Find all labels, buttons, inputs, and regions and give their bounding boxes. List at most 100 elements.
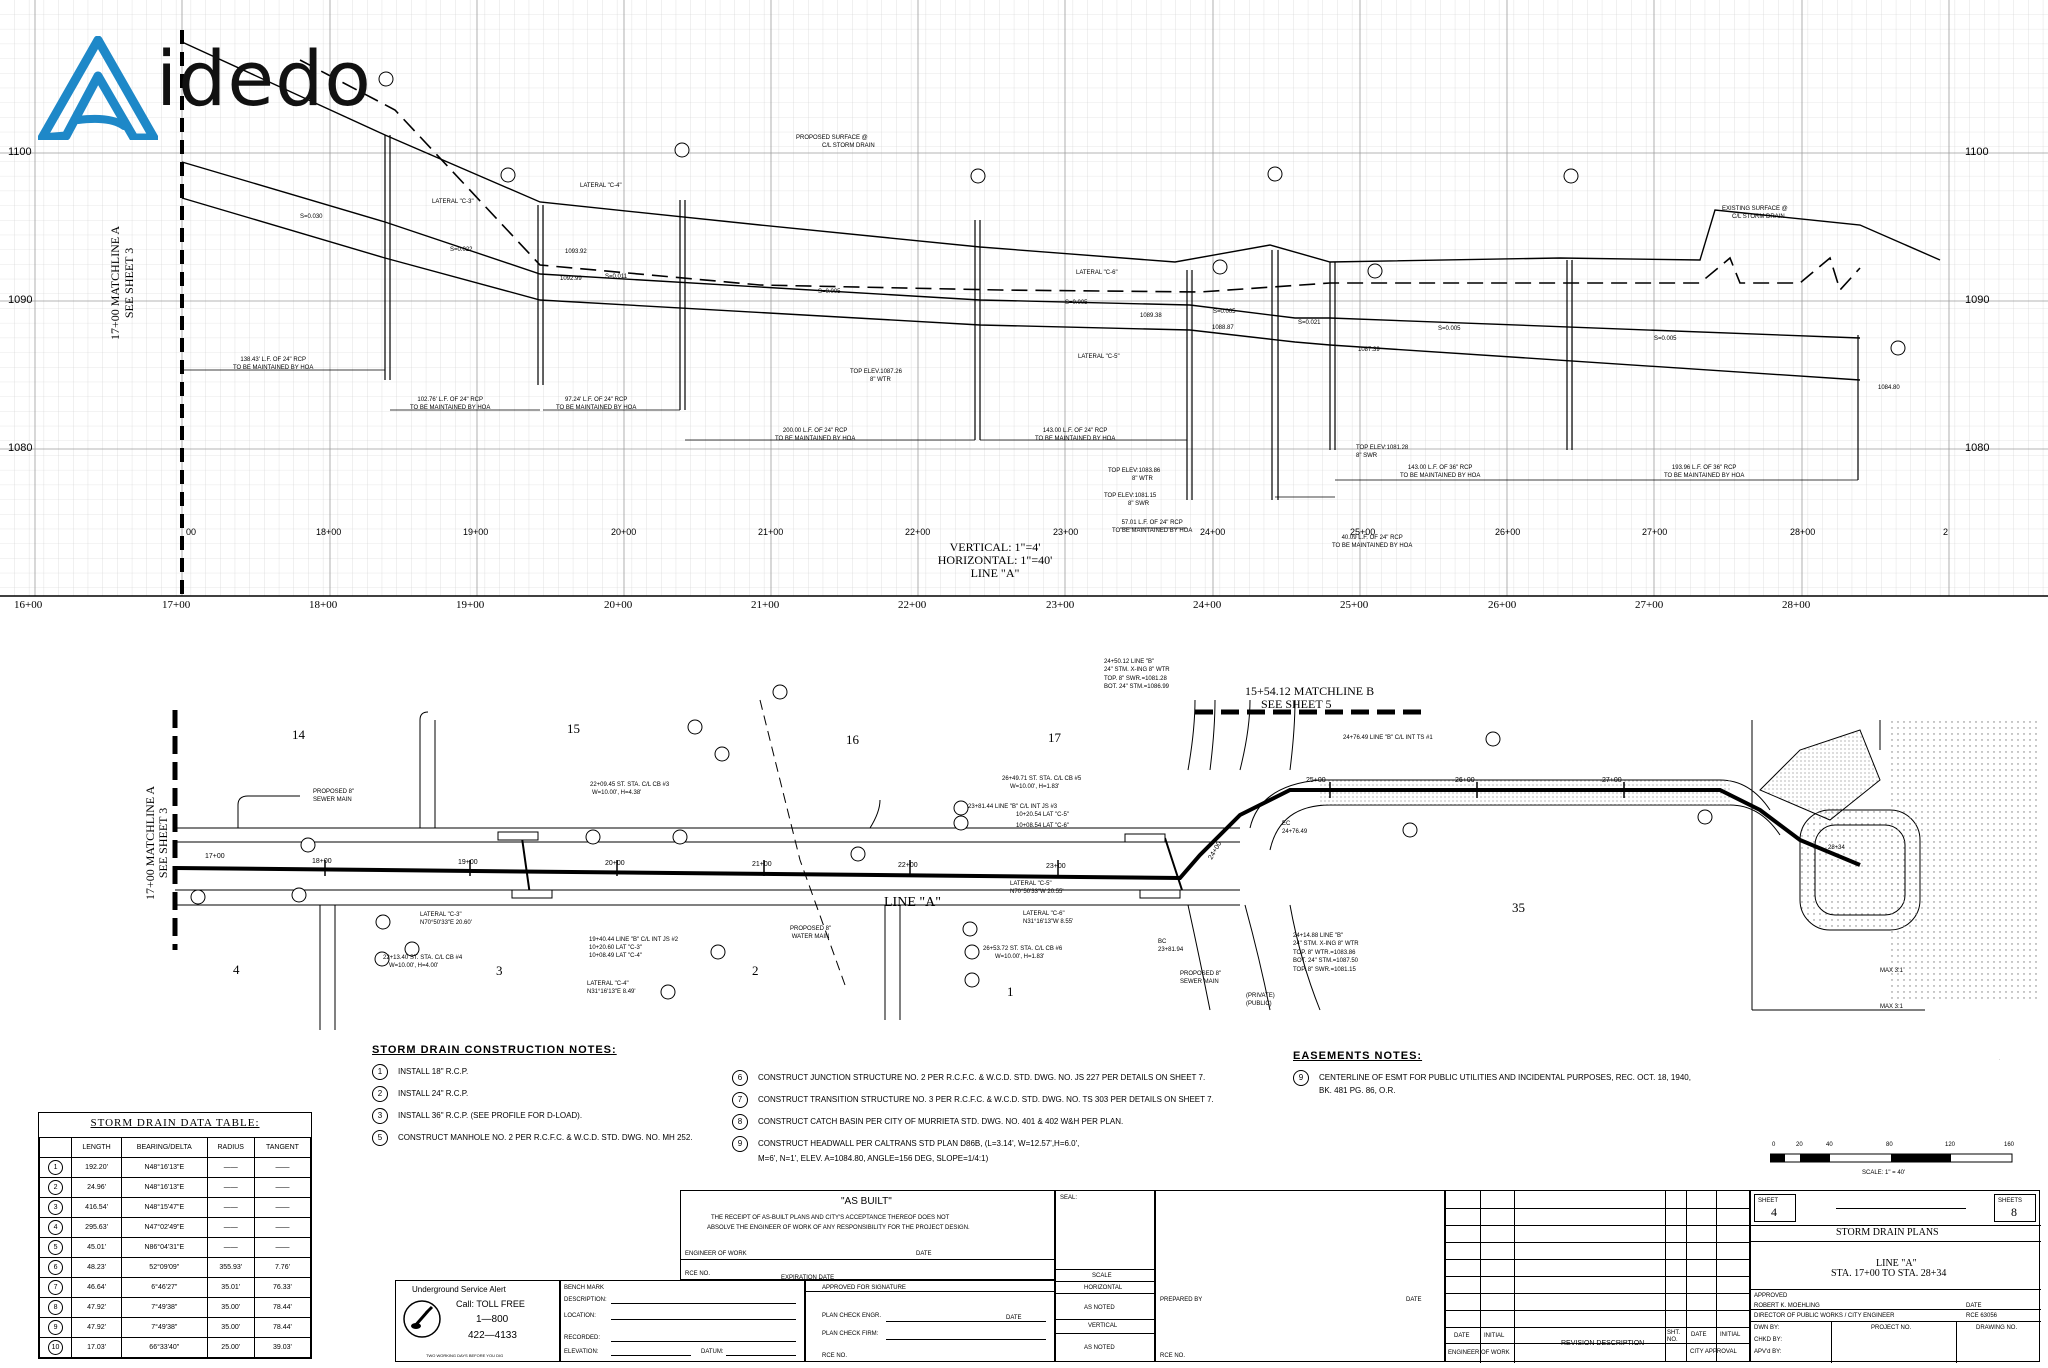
pipe-run-maint: TO BE MAINTAINED BY HOA [233,365,314,371]
profile-scale-caption: VERTICAL: 1"=4' HORIZONTAL: 1"=40' LINE … [920,541,1070,580]
bc-label: BC 23+81.94 [1158,938,1183,954]
shovel-icon [403,1300,441,1338]
profile-grid [0,0,2048,596]
elev-label-1090-left: 1090 [8,294,33,306]
chkd-by: CHKD BY: [1754,1337,1783,1343]
plan-callout: LATERAL "C-5" N70°50'33"W 20.55' [1010,880,1064,896]
table-cell: 25.00' [206,1337,255,1358]
table-cell: —— [206,1237,255,1258]
lot-label: 17 [1048,730,1061,745]
elev-label: 1092.99 [560,276,582,282]
plan-callout: LATERAL "C-4" N31°16'13"E 8.49' [587,980,636,996]
note-text: CONSTRUCT TRANSITION STRUCTURE NO. 3 PER… [758,1095,1214,1105]
usa-call: Call: TOLL FREE [456,1299,525,1309]
pipe-run-length: 143.00 L.F. OF 24" RCP [1042,428,1108,434]
plan-callout: LATERAL "C-6" N31°16'13"W 8.55' [1023,910,1073,926]
elev-label: 1093.92 [565,249,587,255]
elev-label-1080-left: 1080 [8,442,33,454]
plan-station: 27+00 [1602,777,1622,784]
table-cell: —— [253,1197,312,1218]
scale-label: SCALE [1092,1273,1112,1279]
callout-line2: W=10.00', H=4.00' [389,963,439,969]
elev-label: 1084.80 [1878,385,1900,391]
row-id-cell: 6 [38,1257,73,1278]
top-elev-value: TOP ELEV:1081.28 [1356,445,1409,451]
storm-drain-data-table: STORM DRAIN DATA TABLE: LENGTH BEARING/D… [38,1112,312,1359]
table-cell: N86°04'31"E [121,1237,208,1258]
plan-matchline-a-label: 17+00 MATCHLINE A SEE SHEET 3 [143,786,170,900]
storm-drain-pipe-bottom [181,197,1861,381]
table-cell: 35.00' [206,1297,255,1318]
scale-tick-label: 80 [1886,1142,1893,1148]
plan-callout: PROPOSED 8" SEWER MAIN [1180,970,1221,986]
inner-station-label: 27+00 [1642,527,1668,537]
table-cell: —— [206,1157,255,1178]
bench-description: DESCRIPTION: [564,1297,607,1303]
table-cell: 47.92' [71,1297,123,1318]
callout-line2: 10+20.54 LAT "C-5" [1016,812,1069,818]
plan-callout: TOP. 8" WTR.=1083.86 BOT. 24" STM.=1087.… [1293,949,1358,965]
city-vline [1716,1190,1717,1362]
table-cell: 66°33'40" [121,1337,208,1358]
approved-label: APPROVED [1754,1293,1788,1299]
bench-line [611,1355,691,1356]
pipe-run: 57.01 L.F. OF 24" RCP TO BE MAINTAINED B… [1112,519,1192,535]
sig-line [806,1291,1056,1292]
scale-line [1056,1281,1156,1282]
row-id-cell: 8 [38,1297,73,1318]
note-text: CONSTRUCT JUNCTION STRUCTURE NO. 2 PER R… [758,1073,1206,1083]
slope-label: S=0.022 [450,247,473,253]
inner-station-label: 18+00 [316,527,342,537]
scale-horizontal: HORIZONTAL: 1"=40' [937,553,1053,567]
scale-tick-label: 120 [1945,1142,1956,1148]
row-id-circle: 5 [48,1240,64,1255]
bc-station: 23+81.94 [1158,947,1184,953]
pipe-run-maint: TO BE MAINTAINED BY HOA [1112,528,1193,534]
rev-line [1446,1293,1751,1294]
easement-note: BK. 481 PG. 86, O.R. [1293,1086,1773,1095]
pipe-run-maint: TO BE MAINTAINED BY HOA [410,405,491,411]
table-cell: N48°15'47"E [121,1197,208,1218]
plan-matchline-b-label: 15+54.12 MATCHLINE B SEE SHEET 5 [1245,685,1374,711]
note-number: 9 [1293,1070,1309,1086]
plan-callout: 24+14.88 LINE "B" 24" STM. X-ING 8" WTR [1293,932,1359,948]
pipe-run-length: 143.00 L.F. OF 36" RCP [1407,465,1473,471]
scale-bar-graphic [1770,1153,2013,1163]
callout-line2: N70°50'33"W 20.55' [1010,889,1064,895]
sheet-title-line [1751,1289,2041,1290]
as-built-text-1: THE RECEIPT OF AS-BUILT PLANS AND CITY'S… [711,1215,950,1221]
scale-line [1056,1293,1156,1294]
callout-line1: 23+81.44 LINE "B" C/L INT JS #3 [968,804,1058,810]
inner-station-label: 2 [1943,527,1949,537]
scale-caption: SCALE: 1" = 40' [1862,1170,1906,1176]
note-text: M=6', N=1', ELEV. A=1084.80, ANGLE=156 D… [758,1154,989,1163]
lateral-c6-label: LATERAL "C-6" [1076,270,1118,276]
proposed-surface-line2: C/L STORM DRAIN [822,143,875,149]
existing-surface-dashed [299,59,1861,293]
table-cell: —— [253,1237,312,1258]
plan-callout: 10+08.54 LAT "C-6" [1016,822,1069,830]
station-label: 18+00 [309,599,338,611]
plan-callout: 10+08.49 LAT "C-4" [589,952,642,960]
pipe-run: 97.24' L.F. OF 24" RCP TO BE MAINTAINED … [556,396,636,412]
plan-callout: PROPOSED 8" SEWER MAIN [313,788,354,804]
pipe-run: 102.76' L.F. OF 24" RCP TO BE MAINTAINED… [410,396,490,412]
title-block: Underground Service Alert Call: TOLL FRE… [395,1190,2041,1363]
usa-number-2: 422—4133 [468,1330,517,1341]
plan-station: 21+00 [752,861,772,868]
apvd-by: APV'd BY: [1754,1349,1782,1355]
lot-label: 14 [292,727,305,742]
sig-rce: RCE NO. [822,1353,848,1359]
row-id-cell: 7 [38,1277,73,1298]
ec-label: EC 24+76.49 [1282,820,1307,836]
lateral-c3-label: LATERAL "C-3" [432,199,474,205]
plan-station: 20+00 [605,860,625,867]
lot-label: 1 [1007,984,1014,999]
inner-station-label: 19+00 [463,527,489,537]
revision-description-header: REVISION DESCRIPTION [1561,1340,1645,1347]
